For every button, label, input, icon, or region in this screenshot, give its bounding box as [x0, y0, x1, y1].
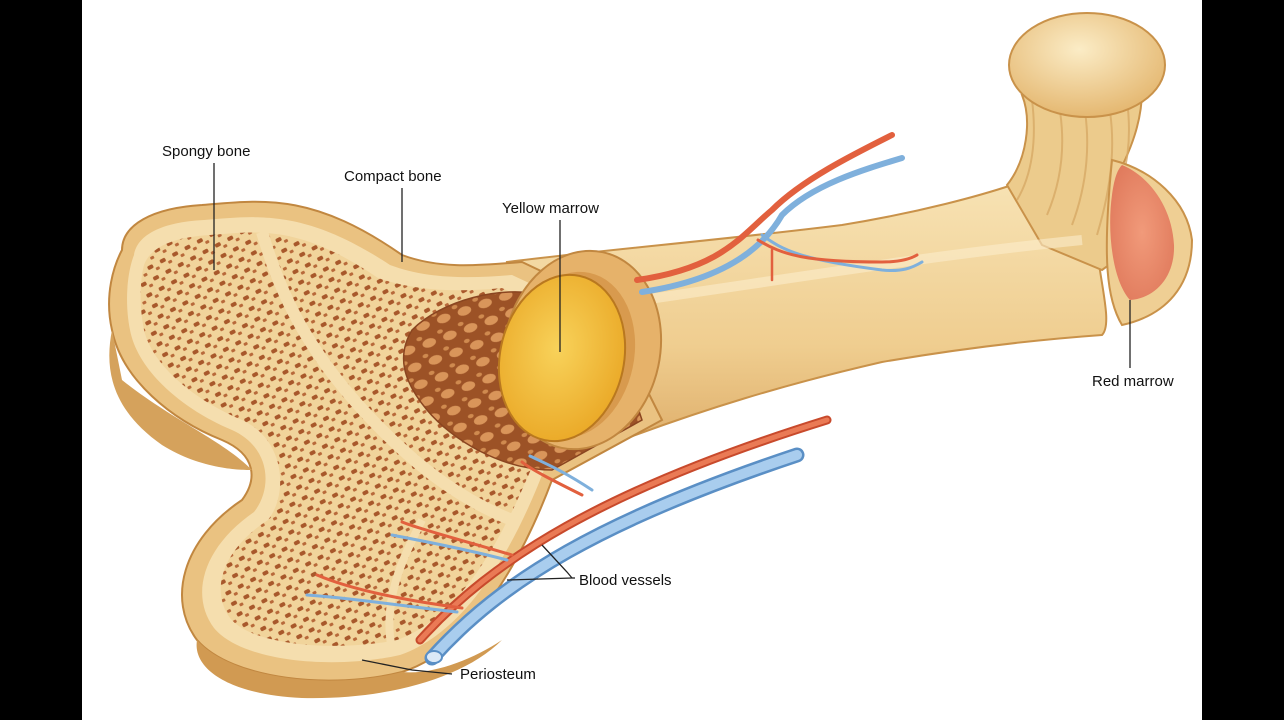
bone-shaft	[505, 12, 1194, 482]
label-blood-vessels: Blood vessels	[579, 572, 672, 589]
label-periosteum: Periosteum	[460, 666, 536, 683]
shaft-cross-section	[497, 249, 663, 451]
yellow-marrow-region	[497, 273, 627, 443]
label-yellow-marrow: Yellow marrow	[502, 200, 599, 217]
bone-diagram: Spongy bone Compact bone Yellow marrow R…	[108, 12, 1194, 699]
red-marrow-region	[1110, 165, 1175, 300]
leader-lines	[213, 163, 1131, 675]
vein-upper	[639, 155, 905, 295]
label-compact-bone: Compact bone	[344, 168, 442, 185]
artery-upper	[634, 132, 895, 283]
distal-end-cutaway	[108, 200, 664, 699]
label-spongy-bone: Spongy bone	[162, 143, 250, 160]
diagram-canvas: Spongy bone Compact bone Yellow marrow R…	[82, 0, 1202, 720]
labels: Spongy bone Compact bone Yellow marrow R…	[162, 143, 1174, 683]
label-red-marrow: Red marrow	[1092, 373, 1174, 390]
blood-vessels-group	[305, 132, 924, 666]
